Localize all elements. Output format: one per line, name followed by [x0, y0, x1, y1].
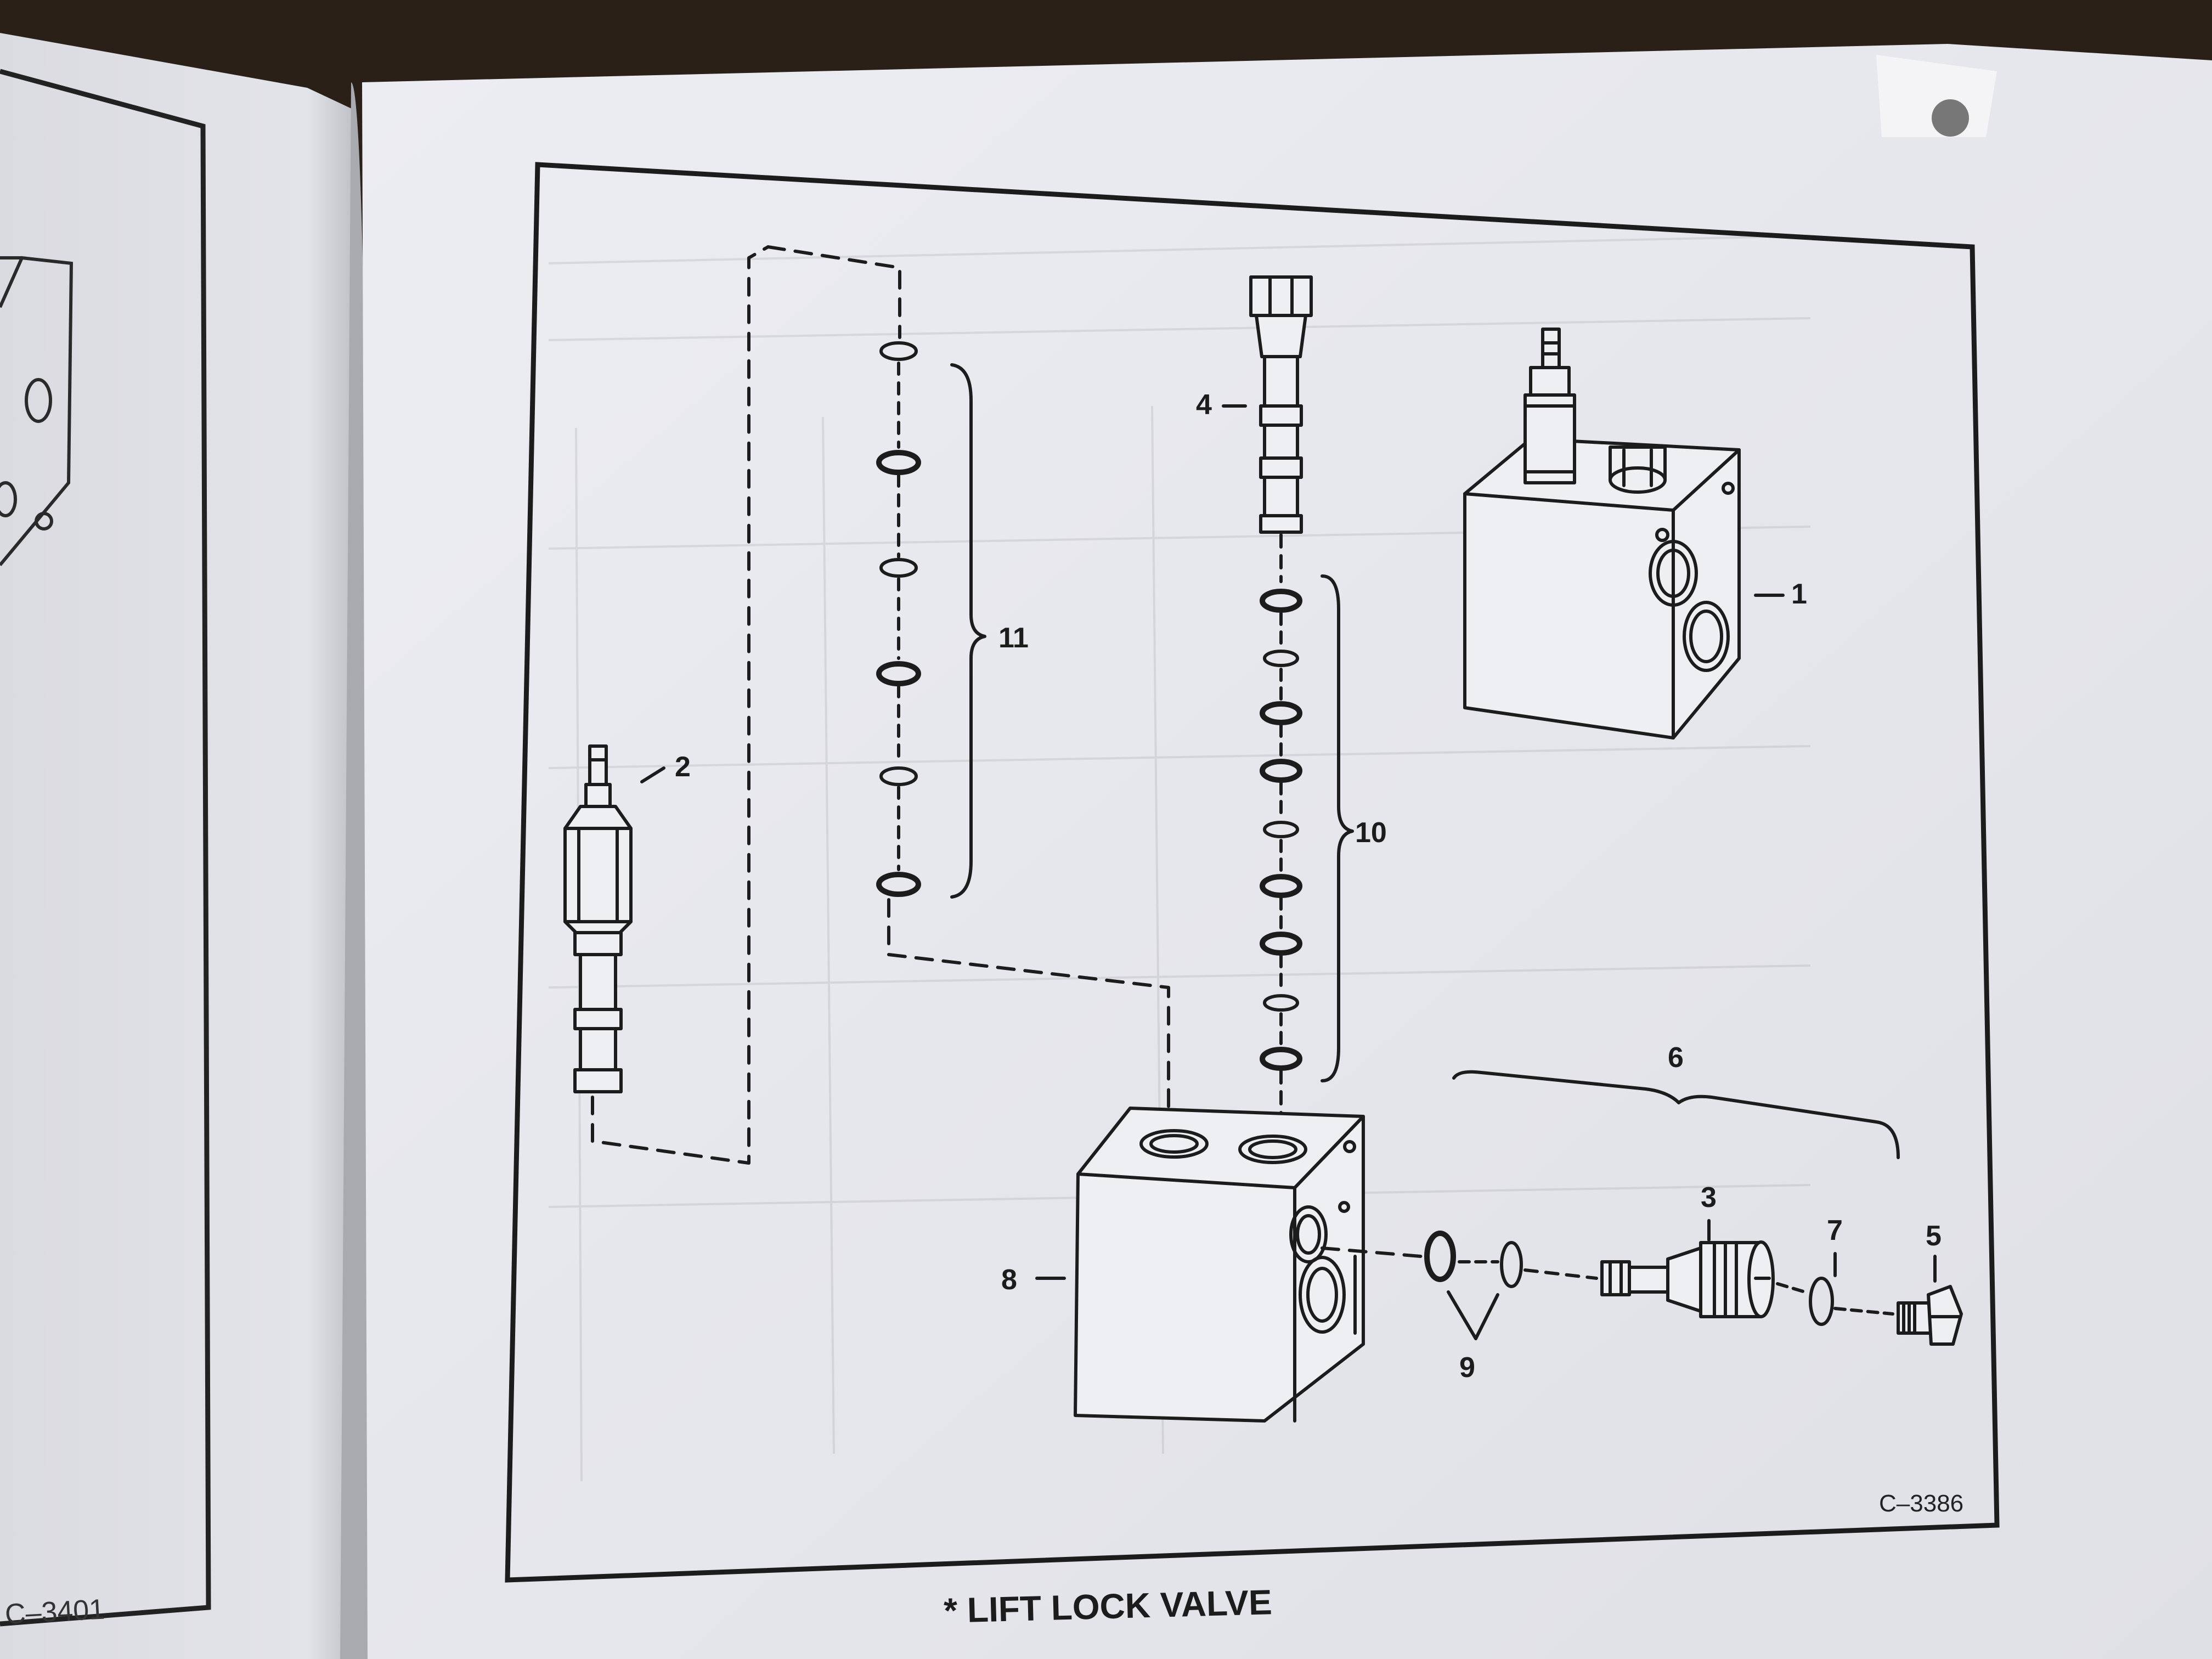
part-9-seals — [1424, 1231, 1598, 1340]
left-page-block-drawing — [0, 256, 74, 566]
callout-2: 2 — [675, 751, 691, 783]
callout-7: 7 — [1827, 1215, 1843, 1246]
part-1-valve-assembly — [1463, 328, 1741, 740]
part-3-cartridge — [1600, 1240, 1807, 1318]
callout-10: 10 — [1355, 817, 1387, 849]
part-11-seal-kit — [766, 245, 1170, 1110]
part-2-cartridge — [563, 245, 770, 1165]
part-6-bracket — [1452, 1070, 1900, 1159]
part-5-plug — [1897, 1285, 1963, 1346]
part-7-o-ring — [1809, 1277, 1894, 1326]
figure-code: C–3386 — [1879, 1490, 1963, 1517]
callout-9: 9 — [1459, 1352, 1475, 1384]
callout-4: 4 — [1196, 389, 1212, 421]
part-4-cartridge — [1249, 275, 1313, 583]
callout-11: 11 — [998, 622, 1029, 654]
callout-6: 6 — [1668, 1042, 1684, 1074]
part-8-manifold-block — [1074, 1107, 1423, 1423]
left-page: C–3401 — [0, 33, 362, 1659]
figure-caption: * LIFT LOCK VALVE — [943, 1582, 1272, 1630]
figure-frame — [505, 162, 2000, 1583]
callout-leaders — [640, 404, 1937, 1283]
callout-5: 5 — [1926, 1220, 1942, 1252]
callout-3: 3 — [1701, 1182, 1717, 1214]
callout-8: 8 — [1001, 1264, 1017, 1296]
left-figure-code: C–3401 — [4, 1594, 106, 1630]
exploded-parts-diagram — [563, 245, 1963, 1423]
callout-labels: 1 2 3 4 5 6 7 8 9 10 11 — [675, 389, 1942, 1384]
callout-1: 1 — [1791, 578, 1807, 610]
part-10-seal-kit — [1260, 574, 1354, 1129]
